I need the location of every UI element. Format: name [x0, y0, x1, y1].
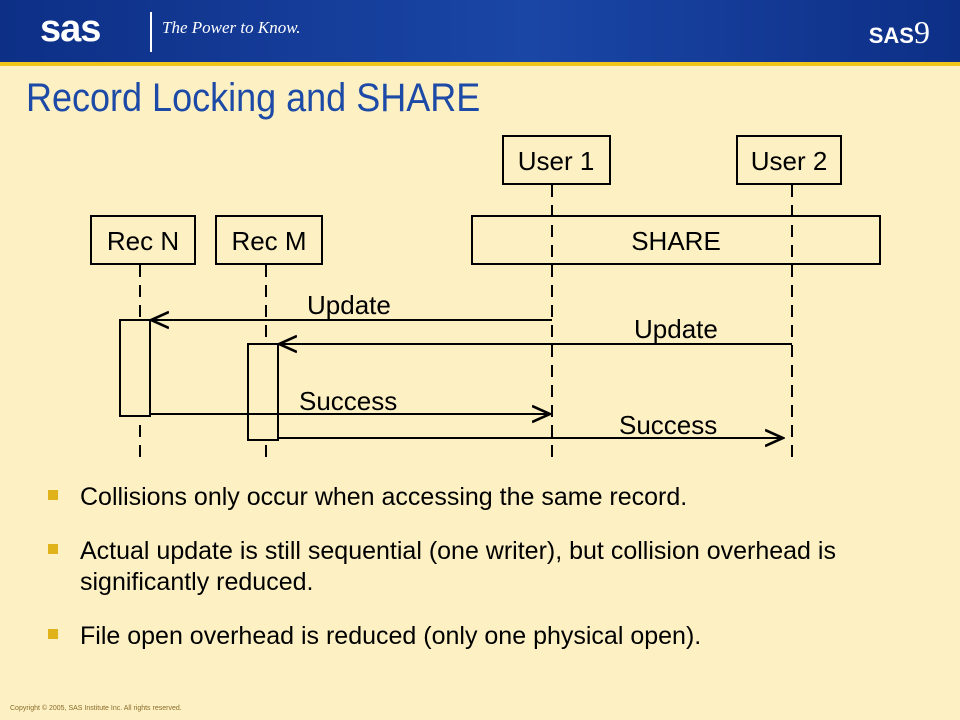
bullet-list: Collisions only occur when accessing the… — [46, 482, 926, 675]
rec-m-label: Rec M — [231, 226, 306, 256]
tagline: The Power to Know. — [162, 18, 301, 37]
copyright-notice: Copyright © 2005, SAS Institute Inc. All… — [10, 705, 182, 712]
header-bar: sas The Power to Know. SAS9 — [0, 0, 960, 62]
share-box — [471, 215, 881, 265]
sas9-badge-number: 9 — [914, 14, 930, 50]
bullet-text: Collisions only occur when accessing the… — [80, 483, 688, 511]
update-label-2: Update — [634, 314, 718, 344]
share-label: SHARE — [631, 226, 721, 256]
rec-n-label: Rec N — [107, 226, 179, 256]
bullet-text: File open overhead is reduced (only one … — [80, 622, 702, 650]
user-1-label: User 1 — [518, 146, 595, 176]
bullet-item: File open overhead is reduced (only one … — [46, 621, 926, 652]
user-1-box — [502, 135, 611, 185]
rec-n-activation — [119, 319, 151, 417]
sas9-badge: SAS9 — [869, 14, 930, 51]
rec-m-activation — [247, 343, 279, 441]
bullet-item: Actual update is still sequential (one w… — [46, 536, 926, 598]
bullet-square-icon — [48, 629, 58, 639]
update-label-1: Update — [307, 290, 391, 320]
bullet-square-icon — [48, 490, 58, 500]
bullet-square-icon — [48, 544, 58, 554]
user-2-label: User 2 — [751, 146, 828, 176]
bullet-item: Collisions only occur when accessing the… — [46, 482, 926, 513]
bullet-text: Actual update is still sequential (one w… — [80, 537, 836, 596]
success-label-2: Success — [619, 410, 717, 440]
header-accent-line — [0, 62, 960, 66]
rec-m-box — [215, 215, 323, 265]
success-label-1: Success — [299, 386, 397, 416]
sas-logo: sas — [40, 8, 101, 50]
slide-title: Record Locking and SHARE — [26, 76, 481, 120]
user-2-box — [736, 135, 842, 185]
logo-divider — [150, 12, 152, 52]
rec-n-box — [90, 215, 196, 265]
sas9-badge-text: SAS — [868, 23, 914, 48]
